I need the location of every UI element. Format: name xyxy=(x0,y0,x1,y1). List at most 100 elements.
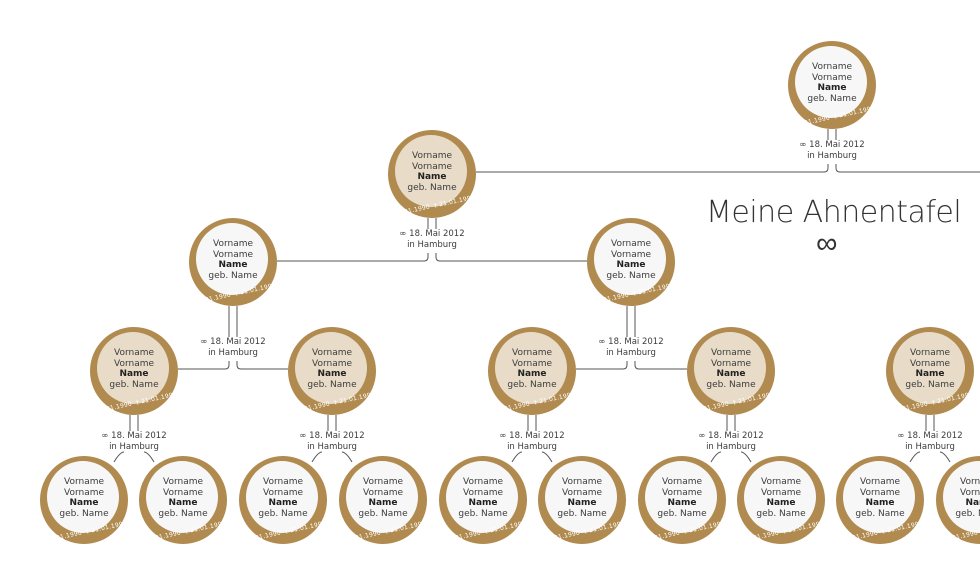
person-middle-name: Vorname xyxy=(859,487,901,498)
person-birth-name: geb. Name xyxy=(458,508,508,519)
person-surname: Name xyxy=(915,369,945,379)
infinity-symbol: ∞ xyxy=(816,226,838,261)
person-birth-name: geb. Name xyxy=(109,379,159,390)
medallion-face xyxy=(146,461,218,533)
person-first-name: Vorname xyxy=(909,348,951,358)
person-birth-name: geb. Name xyxy=(507,379,557,390)
person-first-name: Vorname xyxy=(362,477,404,487)
person-first-name: Vorname xyxy=(959,477,980,487)
medallion-face xyxy=(495,332,567,404)
connector-line xyxy=(909,451,921,463)
connector-line xyxy=(511,451,523,463)
person-first-name: Vorname xyxy=(113,348,155,358)
marriage-date: ∞ 18. Mai 2012 xyxy=(698,431,764,441)
person-birth-name: geb. Name xyxy=(855,508,905,519)
person-surname: Name xyxy=(567,498,597,508)
page-title: Meine Ahnentafel xyxy=(706,195,962,230)
connector-line xyxy=(178,361,230,370)
medallion-face xyxy=(246,461,318,533)
medallion-face xyxy=(694,332,766,404)
person-surname: Name xyxy=(317,369,347,379)
marriage-place: in Hamburg xyxy=(109,441,159,452)
connector-line xyxy=(435,253,587,262)
person-first-name: Vorname xyxy=(610,239,652,249)
connector-line xyxy=(939,451,951,463)
marriage-place: in Hamburg xyxy=(307,441,357,452)
marriage-place: in Hamburg xyxy=(507,441,557,452)
person-first-name: Vorname xyxy=(811,62,853,72)
connector-line xyxy=(541,451,553,463)
person-surname: Name xyxy=(218,260,248,270)
medallion-face xyxy=(446,461,518,533)
medallion-face xyxy=(744,461,816,533)
person-birth-name: geb. Name xyxy=(606,270,656,281)
person-birth-name: geb. Name xyxy=(657,508,707,519)
connector-line xyxy=(236,361,288,370)
marriage-place: in Hamburg xyxy=(407,239,457,250)
person-first-name: Vorname xyxy=(661,477,703,487)
person-surname: Name xyxy=(817,83,847,93)
person-surname: Name xyxy=(417,172,447,182)
person-birth-name: geb. Name xyxy=(756,508,806,519)
medallion-face xyxy=(295,332,367,404)
person-middle-name: Vorname xyxy=(113,358,155,369)
person-birth-name: geb. Name xyxy=(407,182,457,193)
person-middle-name: Vorname xyxy=(811,72,853,83)
person-first-name: Vorname xyxy=(511,348,553,358)
marriage-place: in Hamburg xyxy=(606,347,656,358)
person-surname: Name xyxy=(716,369,746,379)
person-middle-name: Vorname xyxy=(462,487,504,498)
marriage-date: ∞ 18. Mai 2012 xyxy=(598,337,664,347)
marriage-date: ∞ 18. Mai 2012 xyxy=(897,431,963,441)
marriage-date: ∞ 18. Mai 2012 xyxy=(399,229,465,239)
marriage-place: in Hamburg xyxy=(807,150,857,161)
person-first-name: Vorname xyxy=(162,477,204,487)
person-first-name: Vorname xyxy=(710,348,752,358)
medallion-face xyxy=(594,223,666,295)
person-surname: Name xyxy=(368,498,398,508)
person-birth-name: geb. Name xyxy=(807,93,857,104)
person-birth-name: geb. Name xyxy=(208,270,258,281)
person-first-name: Vorname xyxy=(561,477,603,487)
person-first-name: Vorname xyxy=(262,477,304,487)
person-middle-name: Vorname xyxy=(561,487,603,498)
medallion-face xyxy=(395,135,467,207)
person-middle-name: Vorname xyxy=(909,358,951,369)
marriage-date: ∞ 18. Mai 2012 xyxy=(499,431,565,441)
person-first-name: Vorname xyxy=(462,477,504,487)
person-birth-name: geb. Name xyxy=(307,379,357,390)
connector-line xyxy=(710,451,722,463)
person-middle-name: Vorname xyxy=(959,487,980,498)
person-surname: Name xyxy=(268,498,298,508)
connector-line xyxy=(113,451,125,463)
medallion-face xyxy=(346,461,418,533)
connector-line xyxy=(634,361,687,370)
marriage-place: in Hamburg xyxy=(905,441,955,452)
marriage-date: ∞ 18. Mai 2012 xyxy=(101,431,167,441)
medallion-face xyxy=(645,461,717,533)
person-middle-name: Vorname xyxy=(262,487,304,498)
person-surname: Name xyxy=(119,369,149,379)
